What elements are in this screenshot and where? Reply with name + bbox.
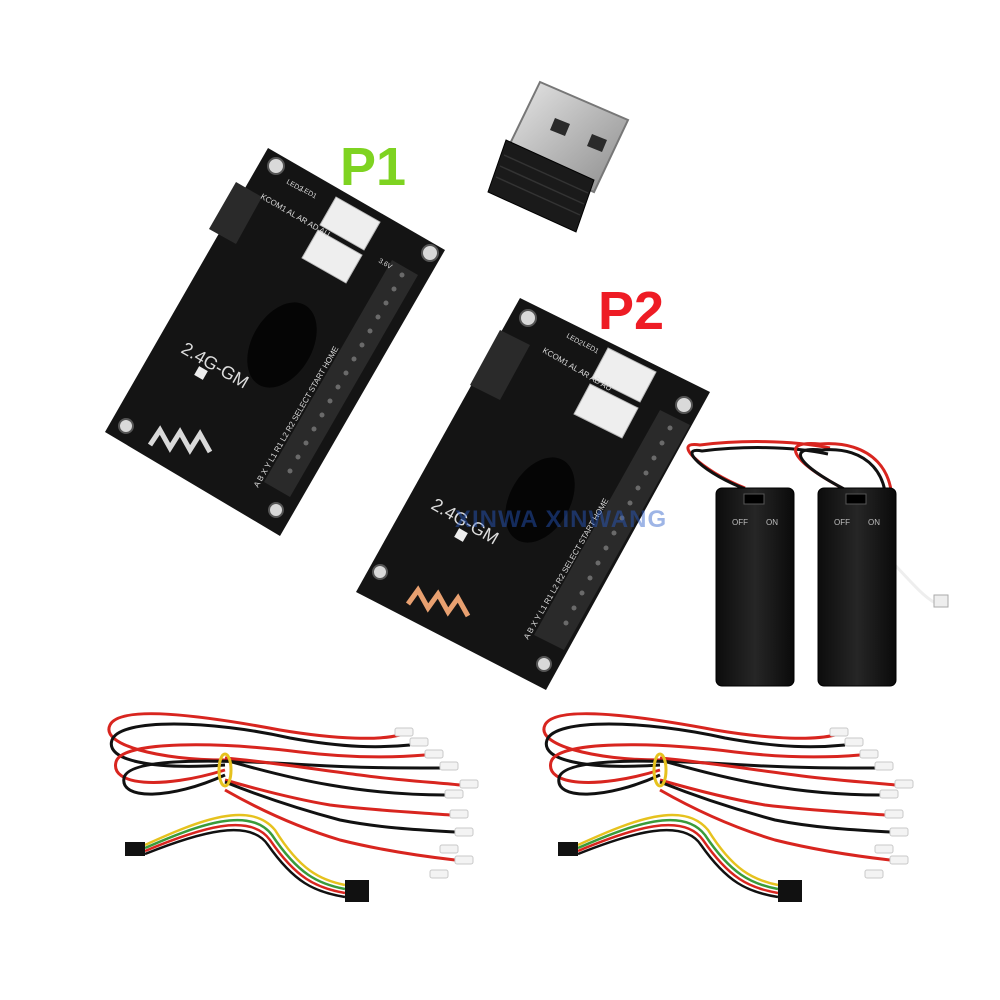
usb-receiver-dongle <box>487 80 630 233</box>
switch-off-label: OFF <box>834 518 850 527</box>
power-switch <box>845 493 867 505</box>
pin-header <box>264 260 418 497</box>
jst-connector <box>301 229 363 284</box>
antenna-trace <box>147 425 213 455</box>
smd-component <box>454 528 468 542</box>
switch-on-label: ON <box>766 518 778 527</box>
pin-header <box>209 182 262 244</box>
pin-header <box>534 410 690 650</box>
encoder-board-p1: 2.4G-GM LED2 LED1 KCOM1 AL AR AD AU A B … <box>105 148 445 536</box>
cable-tie <box>217 752 233 788</box>
usb-slot <box>550 118 570 136</box>
usb-slot <box>587 134 607 152</box>
player-1-label: P1 <box>340 137 407 197</box>
pin-header <box>470 330 530 400</box>
rainbow-cable-left <box>144 813 346 899</box>
rainbow-cable-right <box>577 813 779 899</box>
smd-component <box>194 366 208 380</box>
switch-on-label: ON <box>868 518 880 527</box>
mount-hole <box>372 564 388 580</box>
battery-box-body <box>817 487 897 687</box>
switch-off-label: OFF <box>732 518 748 527</box>
jst-connector <box>319 196 381 251</box>
mount-hole <box>268 502 284 518</box>
mount-hole <box>118 418 134 434</box>
jst-plug <box>933 594 949 608</box>
power-switch <box>743 493 765 505</box>
mount-hole <box>267 157 285 175</box>
connector-plug <box>125 842 145 856</box>
battery-box-right: OFF ON <box>794 441 949 687</box>
chip <box>505 457 575 543</box>
crimp-terminals-left <box>394 727 479 879</box>
cable-tie <box>652 752 668 788</box>
jst-connector <box>591 347 657 403</box>
battery-box-left: OFF ON <box>686 440 831 687</box>
jst-connector <box>573 383 639 439</box>
mount-hole <box>536 656 552 672</box>
mount-hole <box>519 309 537 327</box>
mount-hole <box>675 396 693 414</box>
encoder-board-p2: 2.4G-GM LED2 LED1 KCOM1 AL AR AD AU A B … <box>356 298 710 690</box>
chip <box>247 302 317 388</box>
button-wire-harness-left <box>107 712 461 862</box>
button-wire-harness-right <box>542 712 896 862</box>
watermark: XINWA XINWANG <box>455 506 668 533</box>
battery-box-body <box>715 487 795 687</box>
connector-plug <box>345 880 369 902</box>
crimp-terminals-right <box>829 727 914 879</box>
mount-hole <box>421 244 439 262</box>
antenna-trace <box>405 585 471 618</box>
connector-plug <box>558 842 578 856</box>
connector-plug <box>778 880 802 902</box>
player-2-label: P2 <box>598 281 665 341</box>
